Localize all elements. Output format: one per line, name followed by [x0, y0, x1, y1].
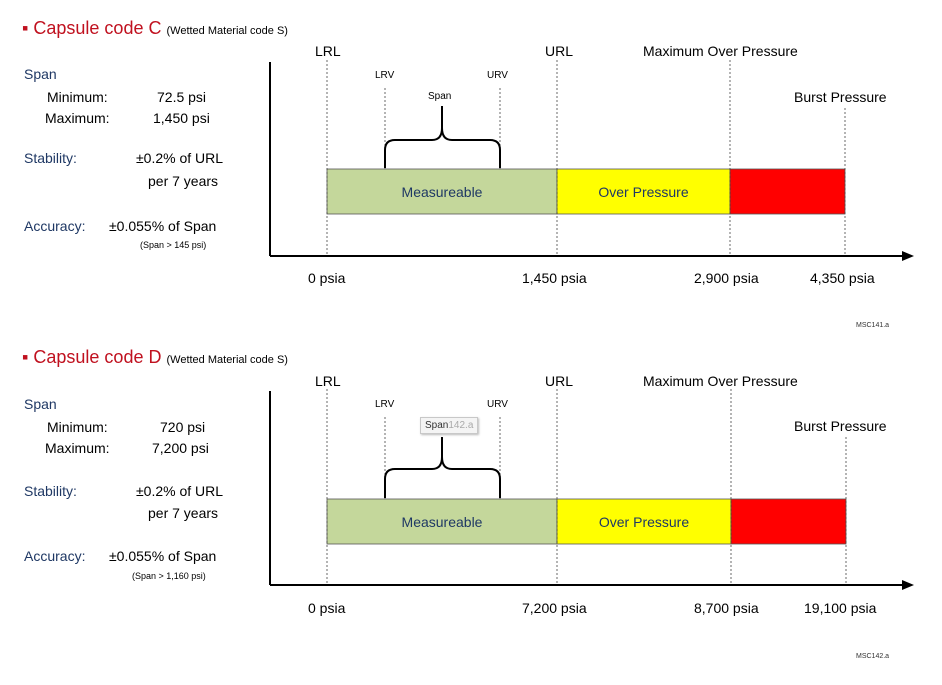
- capsule-c-section: ▪ Capsule code C (Wetted Material code S…: [0, 0, 942, 340]
- capsule-d-section: ▪ Capsule code D (Wetted Material code S…: [0, 333, 942, 673]
- span-brace-label: Span: [425, 420, 449, 431]
- capsule-d-diagram: [269, 389, 914, 590]
- tick-label: 4,350 psia: [810, 270, 875, 286]
- burst-region: [730, 498, 847, 545]
- burst-pressure-label: Burst Pressure: [794, 418, 887, 434]
- min-value: 72.5 psi: [157, 89, 207, 105]
- span-heading: Span: [24, 396, 57, 412]
- tick-label: 0 psia: [308, 270, 346, 286]
- max-label: Maximum:: [45, 110, 110, 126]
- max-value: 1,450 psi: [153, 110, 210, 126]
- accuracy-note: (Span > 145 psi): [140, 240, 207, 250]
- max-label: Maximum:: [45, 440, 110, 456]
- urv-label: URV: [487, 399, 508, 410]
- min-label: Minimum:: [47, 419, 108, 435]
- figure-stamp: MSC141.a: [856, 322, 890, 329]
- tick-label: 8,700 psia: [694, 600, 759, 616]
- measureable-label: Measureable: [401, 184, 483, 200]
- stability-line1: ±0.2% of URL: [136, 150, 224, 166]
- stability-label: Stability:: [24, 483, 77, 499]
- url-label: URL: [545, 373, 574, 389]
- measureable-region: [326, 168, 558, 215]
- accuracy-note: (Span > 1,160 psi): [132, 571, 206, 581]
- tick-label: 1,450 psia: [522, 270, 587, 286]
- stability-line2: per 7 years: [148, 173, 219, 189]
- over-pressure-label: Over Pressure: [598, 514, 690, 530]
- max-value: 7,200 psi: [152, 440, 209, 456]
- measureable-region: [326, 498, 558, 545]
- burst-pressure-label: Burst Pressure: [794, 89, 887, 105]
- lrl-label: LRL: [315, 43, 341, 59]
- capsule-title: ▪ Capsule code C (Wetted Material code S…: [22, 18, 288, 38]
- burst-region: [729, 168, 846, 215]
- accuracy-label: Accuracy:: [24, 548, 86, 564]
- figure-stamp: MSC142.a: [856, 653, 890, 660]
- stability-line1: ±0.2% of URL: [136, 483, 224, 499]
- stability-label: Stability:: [24, 150, 77, 166]
- urv-label: URV: [487, 70, 508, 81]
- accuracy-value: ±0.055% of Span: [109, 218, 217, 234]
- span-brace: [384, 437, 501, 498]
- x-axis-arrow: [902, 580, 914, 590]
- x-axis-arrow: [902, 251, 914, 261]
- min-value: 720 psi: [160, 419, 206, 435]
- tooltip-ghost-text: 142.a: [448, 420, 474, 431]
- lrl-label: LRL: [315, 373, 341, 389]
- tick-label: 0 psia: [308, 600, 346, 616]
- span-brace: [384, 106, 501, 168]
- span-heading: Span: [24, 66, 57, 82]
- max-over-pressure-label: Maximum Over Pressure: [643, 43, 798, 59]
- tick-label: 19,100 psia: [804, 600, 877, 616]
- max-over-pressure-label: Maximum Over Pressure: [643, 373, 798, 389]
- measureable-label: Measureable: [401, 514, 483, 530]
- capsule-c-diagram: [269, 60, 914, 261]
- capsule-title: ▪ Capsule code D (Wetted Material code S…: [22, 347, 288, 367]
- over-pressure-label: Over Pressure: [598, 184, 689, 200]
- span-brace-label: Span: [428, 91, 452, 102]
- accuracy-value: ±0.055% of Span: [109, 548, 217, 564]
- stability-line2: per 7 years: [148, 505, 219, 521]
- tick-label: 2,900 psia: [694, 270, 759, 286]
- over-pressure-region: [556, 168, 731, 215]
- accuracy-label: Accuracy:: [24, 218, 86, 234]
- tick-label: 7,200 psia: [522, 600, 587, 616]
- url-label: URL: [545, 43, 574, 59]
- lrv-label: LRV: [375, 70, 395, 81]
- min-label: Minimum:: [47, 89, 108, 105]
- lrv-label: LRV: [375, 399, 395, 410]
- span-tooltip: Span142.a: [420, 417, 479, 434]
